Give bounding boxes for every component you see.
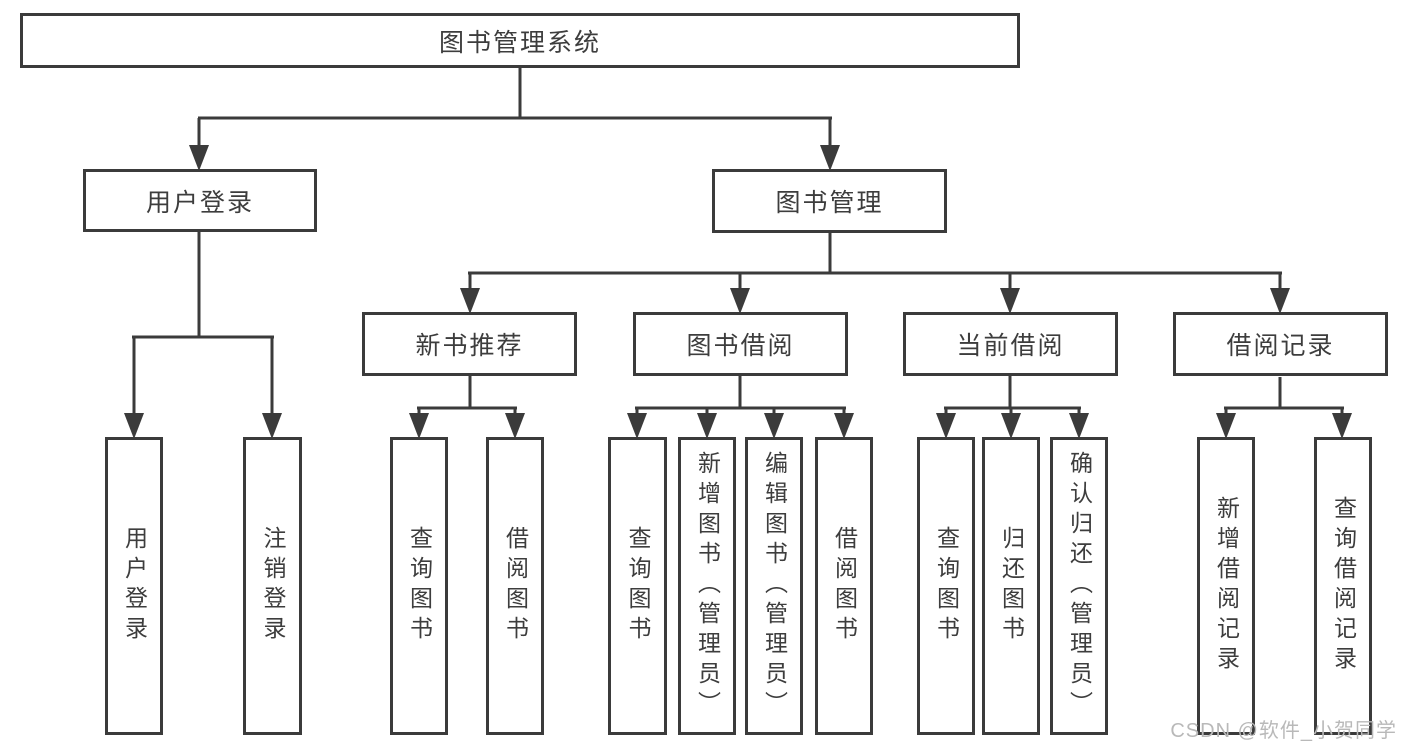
node-leaf-confirm-return-admin: 确认归还（管理员） [1050, 437, 1108, 735]
node-leaf-query-books-current: 查询图书 [917, 437, 975, 735]
node-book-management-system: 图书管理系统 [20, 13, 1020, 68]
node-user-login-label: 用户登录 [145, 188, 254, 217]
node-leaf-add-books-admin-label: 新增图书（管理员） [694, 451, 721, 721]
node-leaf-edit-books-admin-label: 编辑图书（管理员） [761, 451, 788, 721]
node-leaf-query-borrow-record: 查询借阅记录 [1314, 437, 1372, 735]
node-current-borrowing-label: 当前借阅 [956, 332, 1065, 360]
arrowheads [124, 145, 1352, 439]
node-leaf-borrow-books-recommend: 借阅图书 [486, 437, 544, 735]
node-borrowing-records-label: 借阅记录 [1226, 332, 1335, 360]
node-leaf-query-books-current-label: 查询图书 [933, 526, 960, 646]
node-new-book-recommend: 新书推荐 [362, 312, 577, 376]
node-book-management-system-label: 图书管理系统 [438, 28, 601, 57]
node-leaf-user-login: 用户登录 [105, 437, 163, 735]
node-book-management: 图书管理 [712, 169, 947, 233]
node-leaf-add-books-admin: 新增图书（管理员） [678, 437, 736, 735]
node-current-borrowing: 当前借阅 [903, 312, 1118, 376]
node-leaf-logout-label: 注销登录 [260, 526, 286, 646]
node-leaf-confirm-return-admin-label: 确认归还（管理员） [1066, 451, 1093, 721]
node-leaf-user-login-label: 用户登录 [121, 526, 148, 646]
node-leaf-borrow-books-borrowing-label: 借阅图书 [831, 526, 858, 646]
node-leaf-borrow-books-borrowing: 借阅图书 [815, 437, 873, 735]
node-leaf-return-books: 归还图书 [982, 437, 1040, 735]
node-leaf-add-borrow-record-label: 新增借阅记录 [1213, 496, 1240, 676]
node-leaf-query-books-borrowing: 查询图书 [608, 437, 667, 735]
node-user-login: 用户登录 [83, 169, 317, 232]
node-leaf-borrow-books-recommend-label: 借阅图书 [502, 526, 529, 646]
watermark: CSDN @软件_小贺同学 [1170, 720, 1397, 742]
node-leaf-edit-books-admin: 编辑图书（管理员） [745, 437, 803, 735]
node-leaf-return-books-label: 归还图书 [998, 526, 1025, 646]
node-leaf-query-borrow-record-label: 查询借阅记录 [1330, 496, 1357, 676]
node-book-management-label: 图书管理 [775, 189, 884, 217]
node-leaf-query-books-recommend: 查询图书 [390, 437, 448, 735]
node-book-borrowing: 图书借阅 [633, 312, 848, 376]
node-leaf-logout: 注销登录 [243, 437, 302, 735]
node-leaf-query-books-recommend-label: 查询图书 [406, 526, 433, 646]
node-leaf-add-borrow-record: 新增借阅记录 [1197, 437, 1255, 735]
node-new-book-recommend-label: 新书推荐 [415, 332, 524, 360]
node-borrowing-records: 借阅记录 [1173, 312, 1388, 376]
node-leaf-query-books-borrowing-label: 查询图书 [625, 526, 651, 646]
node-book-borrowing-label: 图书借阅 [686, 332, 795, 360]
